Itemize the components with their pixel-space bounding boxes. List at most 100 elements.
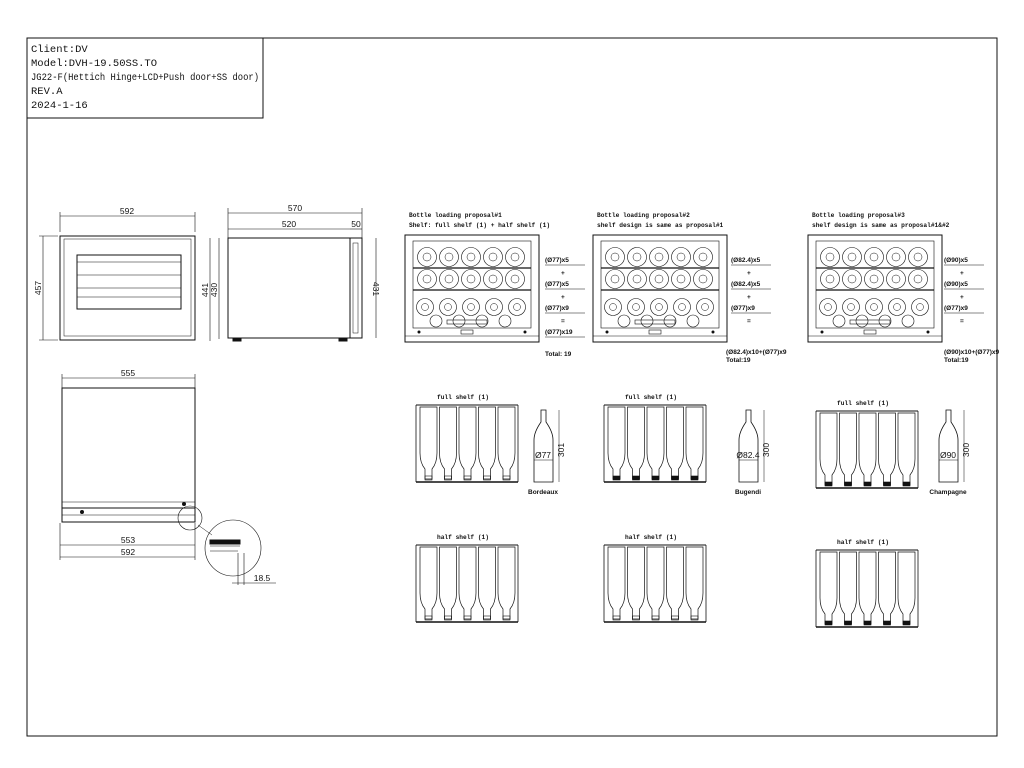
bottle-neck — [612, 615, 621, 621]
bottle-count-label: (Ø82.4)x5 — [731, 281, 761, 288]
control-panel — [863, 329, 877, 335]
operator-label: + — [747, 294, 751, 301]
bottle-circle — [888, 298, 906, 316]
bottle-circle-inner — [676, 274, 686, 284]
operator-label: = — [561, 318, 565, 325]
bottle-circle-inner — [698, 252, 708, 262]
proposal-title: Bottle loading proposal#2 — [597, 212, 690, 219]
bottle-outline — [819, 412, 838, 486]
bottle-neck — [632, 475, 640, 481]
cabinet-frame — [404, 234, 540, 343]
bottle-circle — [911, 298, 929, 316]
bottle-circle-inner — [444, 274, 454, 284]
bottle-height-label: 301 — [556, 443, 566, 457]
lcd-panel — [849, 319, 891, 325]
bottle-circle — [865, 298, 883, 316]
bottle-profile — [738, 409, 759, 483]
total-label: Total: 19 — [545, 351, 572, 358]
bottle-circle — [673, 298, 691, 316]
bottle-circle — [505, 269, 525, 289]
bottle-neck — [502, 475, 511, 481]
bottle-outline — [666, 546, 684, 620]
foot — [523, 330, 527, 334]
bottle-diameter-label: Ø82.4 — [736, 450, 759, 460]
bottle-outline — [419, 546, 438, 620]
bottle-outline — [878, 412, 896, 486]
bottle-circle — [878, 314, 892, 328]
bottle-outline — [646, 406, 665, 480]
bottle-height-label: 300 — [961, 443, 971, 457]
bottle-circle-inner — [632, 303, 640, 311]
bottle-circle — [627, 298, 645, 316]
bottle-outline — [478, 406, 496, 480]
bottle-neck — [483, 475, 491, 481]
bottle-circle-inner — [488, 252, 498, 262]
operator-label: + — [960, 270, 964, 277]
bottle-circle-inner — [825, 274, 835, 284]
bottle-type-label: Bordeaux — [528, 489, 558, 496]
cabinet-frame — [807, 234, 943, 343]
side-h3-dim: 431 — [371, 282, 381, 296]
bottle-outline — [897, 412, 916, 486]
detail-dim: 18.5 — [254, 573, 271, 583]
operator-label: = — [747, 318, 751, 325]
bottle-circle — [842, 269, 862, 289]
half-shelf: half shelf (1) — [415, 534, 519, 623]
bottle-type-label: Champagne — [929, 489, 967, 496]
bottle-circle — [462, 298, 480, 316]
bottle-circle-inner — [422, 252, 432, 262]
bottle-count-label: (Ø90)x5 — [944, 281, 968, 288]
total-label: Total:19 — [944, 357, 969, 364]
bottle-count-label: (Ø90)x5 — [944, 257, 968, 264]
bottle-neck — [824, 481, 833, 487]
bottle-circle — [650, 298, 668, 316]
full-shelf: full shelf (1) — [603, 394, 707, 483]
bottle-circle-inner — [913, 274, 923, 284]
shelf-label: half shelf (1) — [625, 534, 677, 541]
bottle-circle-inner — [609, 303, 617, 311]
cabinet-inner — [815, 240, 935, 329]
cabinet-inner — [600, 240, 720, 329]
bottle-circle — [649, 247, 669, 267]
bottle-neck — [690, 615, 699, 621]
total-expression: (Ø82.4)x10+(Ø77)x9 — [726, 349, 787, 356]
bottle-circle-inner — [467, 303, 475, 311]
bottle-circle — [886, 269, 906, 289]
bottle-circle-inner — [655, 303, 663, 311]
bottle-circle — [617, 314, 631, 328]
date-text: 2024-1-16 — [31, 100, 88, 112]
bottle-circle-inner — [632, 252, 642, 262]
bottle-circle — [461, 269, 481, 289]
bottle-outline — [858, 551, 877, 625]
bottle-outline — [839, 551, 857, 625]
bottle-circle — [439, 298, 457, 316]
bottle-outline — [607, 546, 626, 620]
bottle-circle — [901, 314, 915, 328]
client-text: Client:DV — [31, 44, 88, 56]
bottle-circle — [696, 298, 714, 316]
bottle-circle — [429, 314, 443, 328]
side-depth-dim: 570 — [288, 203, 302, 213]
bottle-outline — [839, 412, 857, 486]
control-panel — [460, 329, 474, 335]
operator-label: + — [561, 270, 565, 277]
bottle-circle — [605, 269, 625, 289]
bottle-circle-inner — [510, 252, 520, 262]
control-panel — [648, 329, 662, 335]
bottle-circle — [505, 247, 525, 267]
foot — [417, 330, 421, 334]
bottle-count-label: (Ø77)x9 — [545, 305, 569, 312]
top-view: 555 553 592 18.5 — [59, 368, 276, 585]
bottle-circle-inner — [847, 252, 857, 262]
bottle-circle — [886, 247, 906, 267]
bottle-neck — [902, 620, 911, 626]
bottle-circle-inner — [891, 252, 901, 262]
full-shelf: full shelf (1) — [415, 394, 519, 483]
bottle-circle-inner — [654, 252, 664, 262]
bottle-circle — [439, 247, 459, 267]
full-shelf: full shelf (1) — [815, 400, 919, 489]
